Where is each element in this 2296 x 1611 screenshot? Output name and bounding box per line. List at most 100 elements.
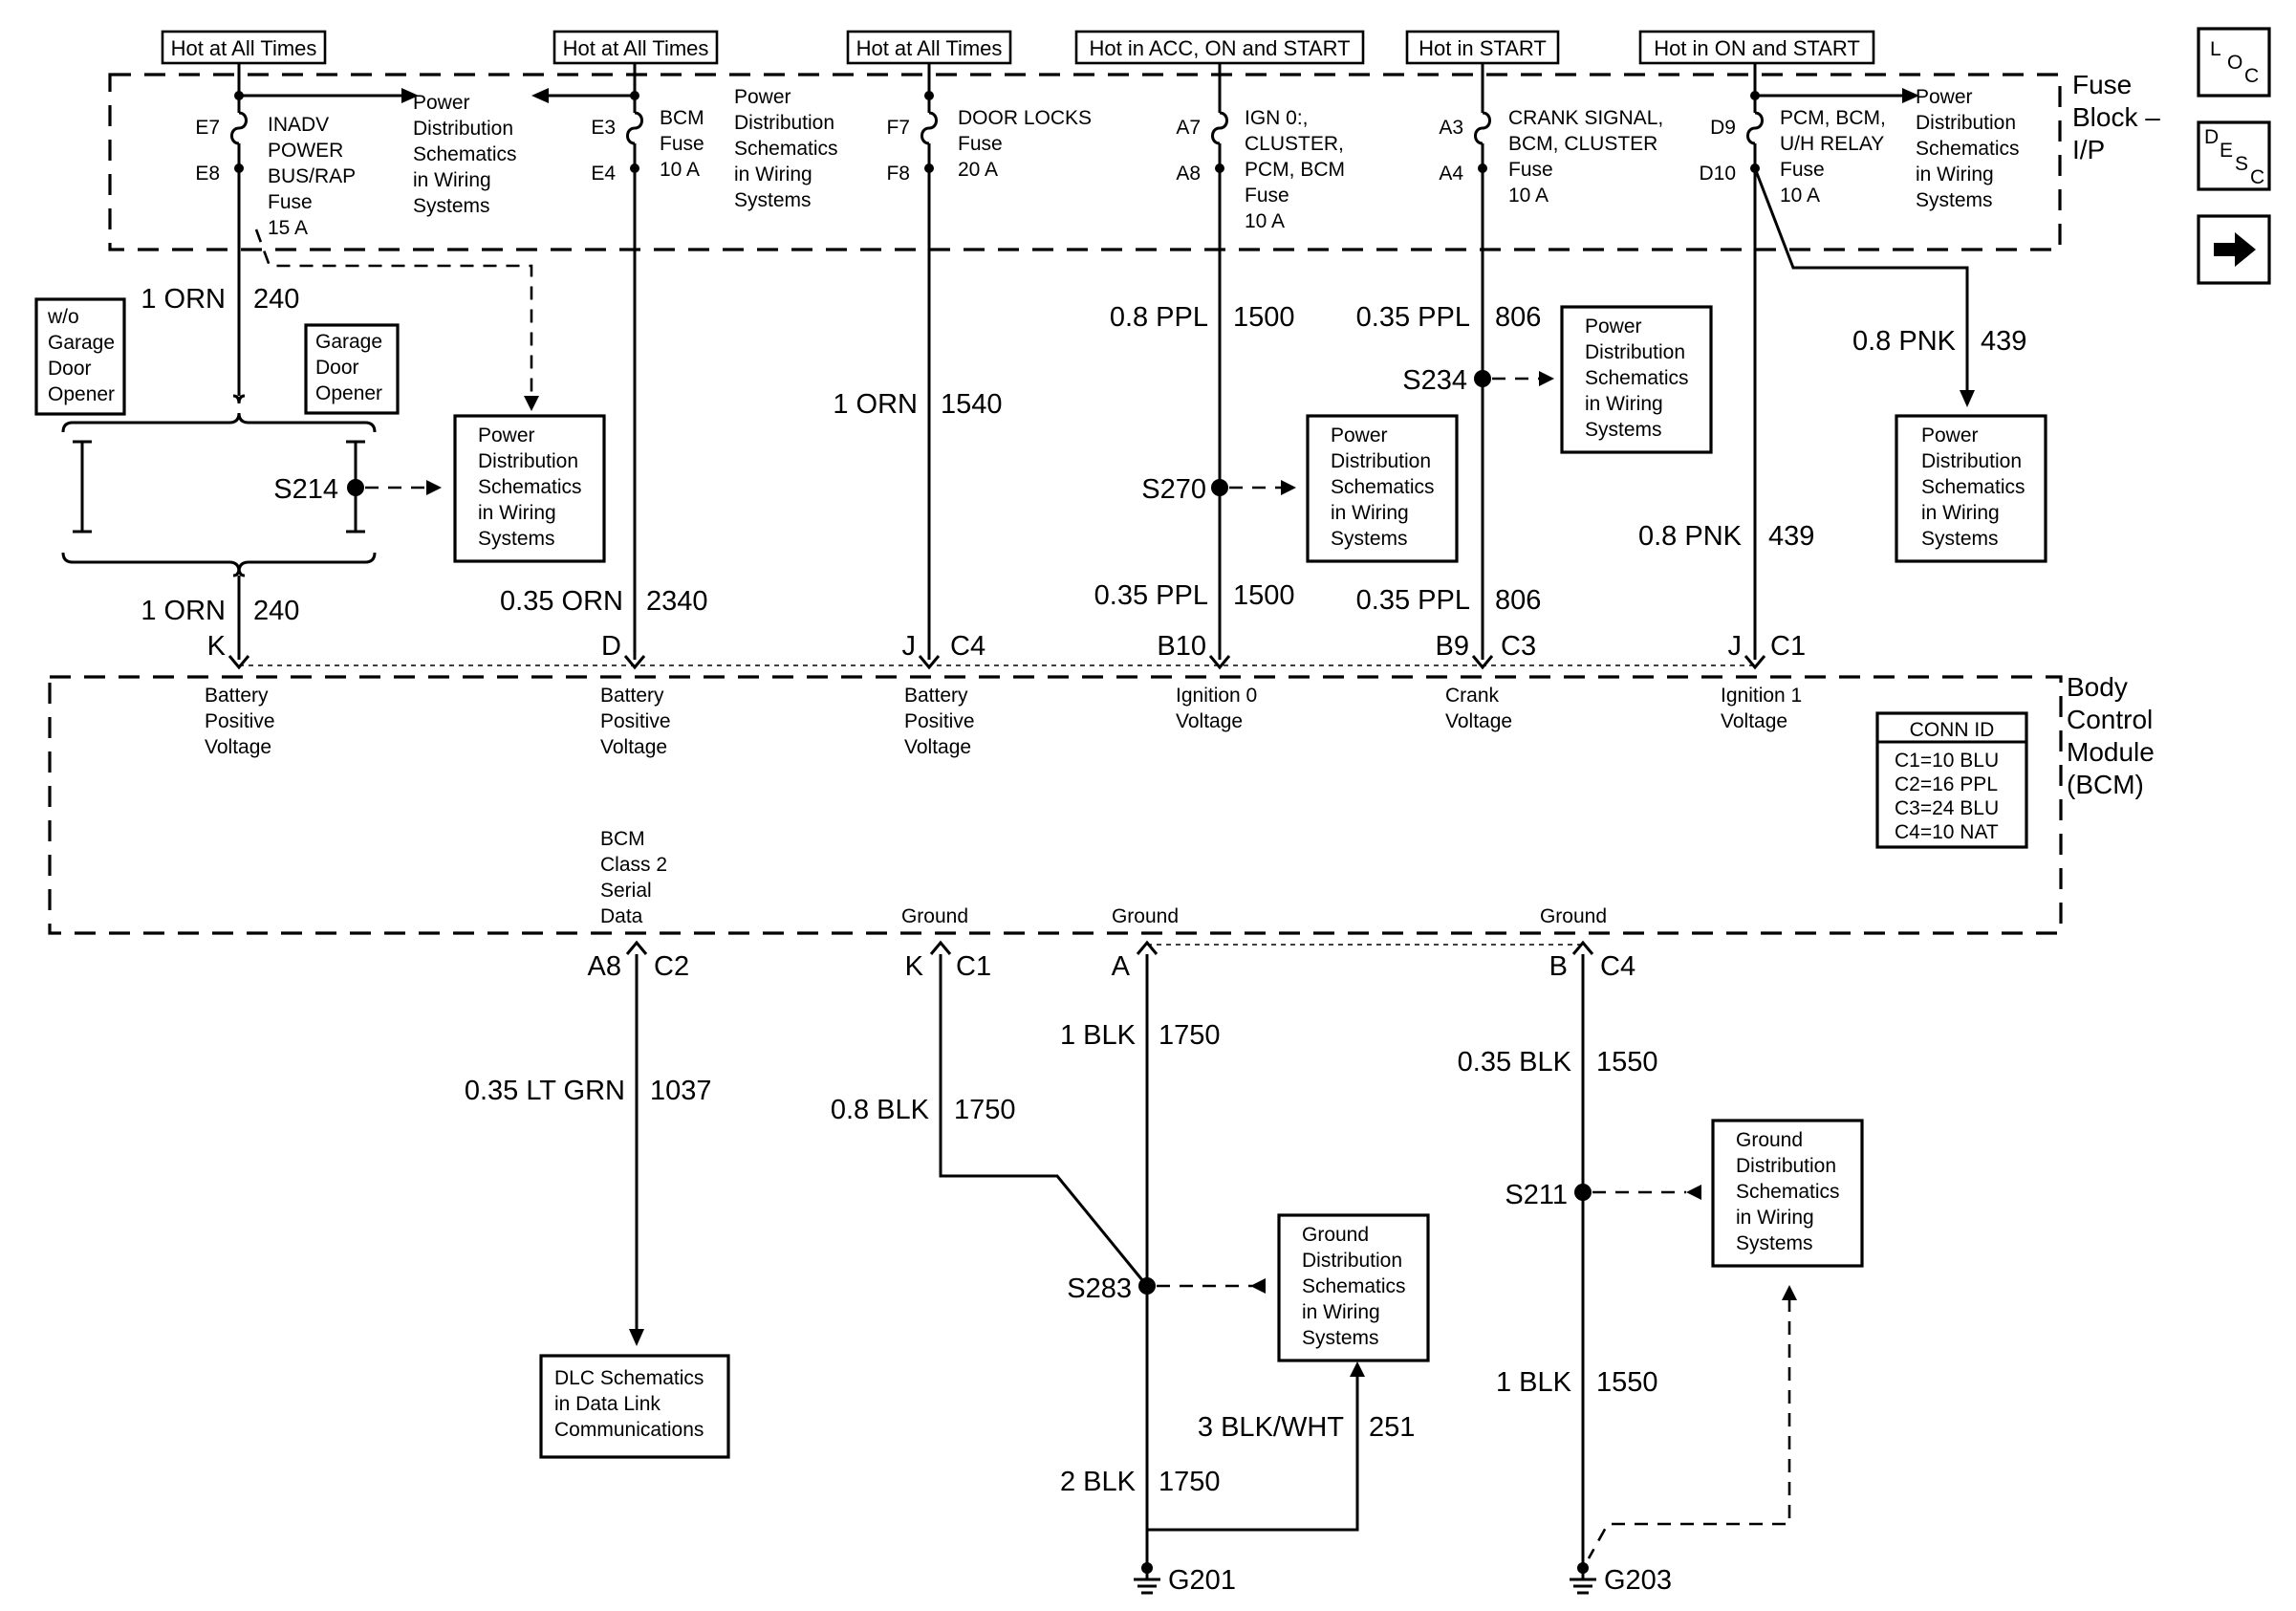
loc-letter: O bbox=[2227, 52, 2242, 74]
splice-label-s270: S270 bbox=[1141, 474, 1206, 505]
ground-distribution-box[interactable]: Ground Distribution Schematics in Wiring… bbox=[1277, 1213, 1430, 1362]
power-distribution-box[interactable]: Power Distribution Schematics in Wiring … bbox=[1306, 414, 1459, 563]
ref-box-line: Schematics bbox=[1921, 476, 2025, 498]
fuse5-label-line: CRANK SIGNAL, bbox=[1508, 107, 1663, 129]
power-distribution-box[interactable]: Power Distribution Schematics in Wiring … bbox=[1895, 414, 2047, 563]
ref-box-line: Distribution bbox=[1921, 450, 2022, 472]
bcm-title-line: Control bbox=[2067, 705, 2153, 734]
ref-box-line: Distribution bbox=[1736, 1155, 1836, 1177]
fuse1-label-line: BUS/RAP bbox=[268, 165, 356, 187]
ref-box-line: Systems bbox=[1331, 528, 1408, 550]
fuse2-top-pin: E3 bbox=[591, 117, 616, 139]
pin-label: B10 bbox=[1157, 631, 1206, 662]
pin-label: A bbox=[1112, 951, 1131, 982]
ground-g201: G201 bbox=[1134, 1562, 1236, 1596]
ref-box-line: Communications bbox=[554, 1419, 704, 1441]
fuse6-top-pin: D9 bbox=[1710, 117, 1736, 139]
ref-box-line: in Wiring bbox=[1736, 1207, 1814, 1229]
option-box-line: w/o bbox=[47, 306, 79, 328]
fuse2-label-line: 10 A bbox=[660, 159, 700, 181]
fuse4-label-line: IGN 0:, bbox=[1245, 107, 1309, 129]
fuse1-top-pin: E7 bbox=[195, 117, 220, 139]
fuse6-label-line: U/H RELAY bbox=[1780, 133, 1884, 155]
pin-label: J bbox=[902, 631, 917, 662]
pin-desc-line: Voltage bbox=[600, 736, 667, 758]
ref-box-line: in Data Link bbox=[554, 1393, 661, 1415]
desc-button[interactable]: D E S C bbox=[2197, 120, 2271, 191]
fuse-block-title-line1: Fuse bbox=[2072, 70, 2132, 99]
wire-gauge: 1 ORN bbox=[833, 389, 918, 420]
ref-box-line: Power bbox=[1585, 316, 1642, 337]
wire-gauge: 0.8 PNK bbox=[1852, 326, 1957, 357]
pin-desc-line: BCM bbox=[600, 828, 645, 850]
ref-box-line: Distribution bbox=[1585, 341, 1685, 363]
wire-gauge: 1 ORN bbox=[141, 596, 226, 626]
fuse3-bottom-pin: F8 bbox=[886, 163, 910, 185]
fuse3-label-line: Fuse bbox=[958, 133, 1003, 155]
connector-label: C2 bbox=[654, 951, 689, 982]
fuse3-label-line: DOOR LOCKS bbox=[958, 107, 1092, 129]
wire-circuit: 806 bbox=[1495, 585, 1541, 616]
wire-gauge: 1 BLK bbox=[1060, 1020, 1137, 1051]
power-distribution-box[interactable]: Power Distribution Schematics in Wiring … bbox=[1560, 305, 1713, 454]
next-button[interactable] bbox=[2197, 214, 2271, 285]
option-box-line: Opener bbox=[48, 383, 115, 405]
ref-box-line: Power bbox=[478, 425, 535, 446]
ref-box-line: Schematics bbox=[1302, 1275, 1406, 1297]
loc-button[interactable]: L O C bbox=[2197, 27, 2271, 98]
inline-ref-pd3-line: Systems bbox=[1916, 189, 1993, 211]
ground-distribution-box[interactable]: Ground Distribution Schematics in Wiring… bbox=[1711, 1119, 1864, 1268]
bcm-bottom-connectors: A8 C2 K C1 A B C4 bbox=[588, 940, 1635, 982]
ref-box-line: Schematics bbox=[478, 476, 582, 498]
pin-label: A8 bbox=[588, 951, 621, 982]
ground-label: G201 bbox=[1168, 1565, 1236, 1596]
fuse-door-locks: F7 F8 DOOR LOCKS Fuse 20 A bbox=[886, 91, 1092, 185]
circuit-1037: 0.35 LT GRN 1037 bbox=[465, 954, 712, 1346]
pin-desc-line: Battery bbox=[205, 685, 269, 707]
ref-box-line: in Wiring bbox=[1331, 502, 1409, 524]
dlc-schematics-box[interactable]: DLC Schematics in Data Link Communicatio… bbox=[539, 1354, 730, 1459]
inline-ref-pd1-line: Power bbox=[413, 92, 470, 114]
conn-id-line: C2=16 PPL bbox=[1895, 773, 1998, 795]
pin-desc-line: Battery bbox=[904, 685, 968, 707]
inline-ref-pd3-line: Schematics bbox=[1916, 138, 2020, 160]
header-hot-at-all-times-3: Hot at All Times bbox=[856, 36, 1003, 60]
desc-letter: D bbox=[2204, 126, 2219, 148]
wire-gauge: 0.35 PPL bbox=[1356, 302, 1470, 333]
fuse5-bottom-pin: A4 bbox=[1439, 163, 1463, 185]
wire-circuit: 1750 bbox=[954, 1095, 1016, 1125]
wire-gauge: 0.35 PPL bbox=[1356, 585, 1470, 616]
fuse3-top-pin: F7 bbox=[886, 117, 910, 139]
wire-circuit: 439 bbox=[1768, 521, 1814, 552]
fuse-inadv-power-bus: E7 E8 INADV POWER BUS/RAP Fuse 15 A Powe… bbox=[195, 88, 517, 239]
header-hot-at-all-times-2: Hot at All Times bbox=[563, 36, 709, 60]
fuse-pcm-bcm-uh-relay: D9 D10 PCM, BCM, U/H RELAY Fuse 10 A Pow… bbox=[1699, 86, 2019, 211]
pin-label: B9 bbox=[1436, 631, 1469, 662]
wire-gauge: 1 BLK bbox=[1496, 1367, 1572, 1398]
inline-ref-pd2-line: in Wiring bbox=[734, 163, 812, 185]
pin-label: B bbox=[1549, 951, 1568, 982]
pin-desc-line: Crank bbox=[1445, 685, 1500, 707]
header-hot-in-start: Hot in START bbox=[1419, 36, 1547, 60]
ref-box-line: Power bbox=[1331, 425, 1388, 446]
connector-label: C1 bbox=[956, 951, 991, 982]
wire-gauge: 0.35 ORN bbox=[500, 586, 623, 617]
pin-desc-line: Voltage bbox=[1176, 710, 1243, 732]
wire-gauge: 2 BLK bbox=[1060, 1467, 1137, 1497]
option-box-line: Door bbox=[315, 357, 359, 379]
connector-label: C4 bbox=[1600, 951, 1635, 982]
wire-gauge: 0.8 BLK bbox=[831, 1095, 930, 1125]
power-distribution-box[interactable]: Power Distribution Schematics in Wiring … bbox=[453, 414, 606, 563]
fuse5-top-pin: A3 bbox=[1439, 117, 1463, 139]
ref-box-line: Ground bbox=[1302, 1224, 1369, 1246]
splice-label-s211: S211 bbox=[1505, 1180, 1568, 1210]
header-hot-acc-on-start: Hot in ACC, ON and START bbox=[1089, 36, 1350, 60]
pin-label: K bbox=[905, 951, 924, 982]
circuit-1550: 0.35 BLK 1550 S211 1 BLK 1550 bbox=[1458, 954, 1797, 1568]
loc-letter: C bbox=[2244, 65, 2259, 87]
wire-circuit: 1037 bbox=[650, 1076, 712, 1106]
wire-gauge: 0.8 PNK bbox=[1638, 521, 1743, 552]
wire-circuit: 806 bbox=[1495, 302, 1541, 333]
circuit-439: 0.8 PNK 439 0.8 PNK 439 bbox=[1638, 167, 2026, 660]
